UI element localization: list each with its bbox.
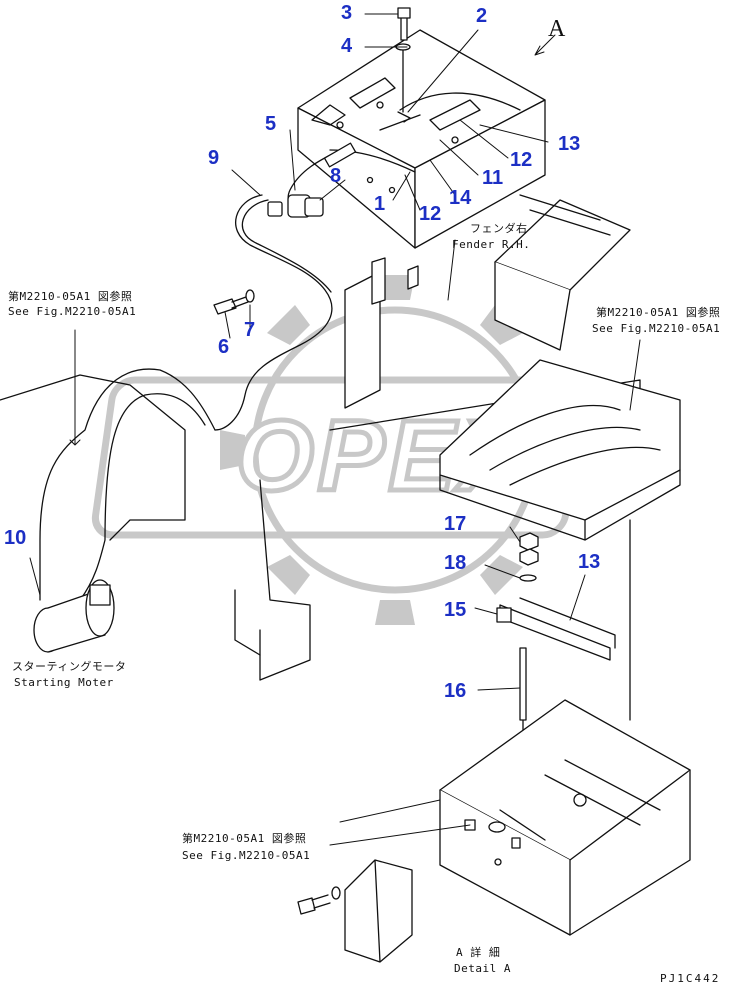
callout-5: 5	[265, 113, 277, 135]
drawing-code: PJ1C442	[660, 972, 721, 985]
nut-17-drawing	[519, 532, 539, 551]
frame	[0, 374, 631, 721]
battery-tray	[439, 359, 681, 541]
callout-12-center: 12	[419, 203, 442, 225]
callout-12-right: 12	[510, 149, 533, 171]
note-fender-jp: フェンダ右	[470, 222, 528, 235]
callout-15: 15	[444, 599, 467, 621]
callout-4: 4	[341, 35, 353, 57]
callout-6: 6	[218, 336, 230, 358]
center-bracket	[344, 257, 419, 409]
bolt-6-drawing	[213, 296, 249, 315]
callout-2: 2	[476, 5, 488, 27]
callout-14: 13	[578, 551, 601, 573]
washer-18-drawing	[519, 574, 537, 582]
leader-lines	[29, 13, 641, 846]
callout-17: 17	[444, 513, 467, 535]
note-ref-left-jp: 第M2210-05A1 図参照	[8, 290, 133, 303]
terminal-bolt	[297, 894, 331, 915]
note-fender-en: Fender R.H.	[452, 238, 531, 251]
note-ref-left-en: See Fig.M2210-05A1	[8, 305, 137, 318]
terminal-cover	[344, 859, 413, 963]
upper-battery-box	[297, 29, 546, 249]
fender-rh	[494, 194, 631, 351]
note-ref-bottom-en: See Fig.M2210-05A1	[182, 849, 311, 862]
bolt-3-drawing	[397, 7, 411, 41]
wiring-harness	[39, 149, 341, 601]
callout-3: 3	[341, 2, 353, 24]
starting-motor	[33, 579, 115, 653]
callout-9: 9	[208, 147, 220, 169]
lower-battery-box	[439, 699, 691, 936]
note-starter-jp: スターティングモータ	[12, 660, 127, 673]
callout-8: 8	[330, 165, 342, 187]
view-marker-a: A	[548, 16, 566, 42]
nut-17b-drawing	[519, 548, 539, 566]
callout-11: 11	[482, 167, 504, 189]
relay-assembly-8	[267, 142, 357, 218]
washer-7-drawing	[245, 289, 255, 303]
callout-1: 1	[374, 193, 386, 215]
callout-18: 18	[444, 552, 467, 574]
callout-10: 10	[4, 527, 27, 549]
callout-13-center: 14	[449, 187, 472, 209]
callout-16: 16	[444, 680, 467, 702]
callout-7: 7	[244, 319, 256, 341]
note-ref-right-jp: 第M2210-05A1 図参照	[596, 306, 721, 319]
callout-13-right: 13	[558, 133, 581, 155]
rod-2-drawing	[397, 49, 411, 123]
note-detail-jp: A 詳 細	[456, 946, 501, 959]
note-ref-right-en: See Fig.M2210-05A1	[592, 322, 721, 335]
note-ref-bottom-jp: 第M2210-05A1 図参照	[182, 832, 307, 845]
note-detail-en: Detail A	[454, 962, 511, 975]
clamp-15-drawing	[496, 607, 512, 623]
note-starter-en: Starting Moter	[14, 676, 114, 689]
clamp-14-drawing	[499, 597, 616, 661]
